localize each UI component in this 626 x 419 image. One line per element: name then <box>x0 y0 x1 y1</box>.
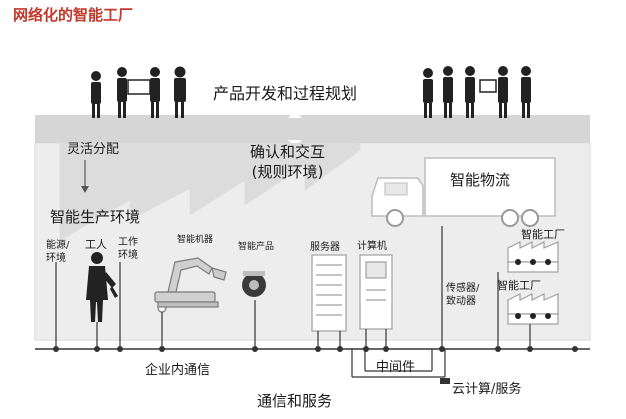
people-group-right-icon <box>423 66 531 118</box>
smart-product-label: 智能产品 <box>238 242 275 252</box>
smart-logistics-label: 智能物流 <box>450 171 511 189</box>
cloud-services-label: 云计算/服务 <box>452 382 522 397</box>
work-env-line-1: 工作 <box>118 237 138 248</box>
comm-services-label: 通信和服务 <box>257 392 333 410</box>
worker-label: 工人 <box>85 238 107 251</box>
cloud-connector <box>440 378 450 384</box>
people-group-left-icon <box>91 66 186 118</box>
sensor-actuator-label: 传感器/ 致动器 <box>446 282 479 308</box>
bus-nodes <box>53 346 578 352</box>
flex-arrow-head <box>81 186 89 193</box>
band-up-arrow <box>288 111 302 118</box>
flexible-allocation-label: 灵活分配 <box>67 142 120 157</box>
middleware-label: 中间件 <box>376 360 416 375</box>
factory-roof <box>60 143 360 240</box>
energy-env-label: 能源/ 环境 <box>46 239 69 265</box>
computer-label: 计算机 <box>357 241 387 252</box>
diagram-title: 网络化的智能工厂 <box>13 6 134 24</box>
work-env-line-2: 环境 <box>118 250 138 261</box>
work-env-label: 工作 环境 <box>118 236 138 262</box>
product-icon <box>242 271 266 297</box>
middleware-lines <box>351 349 446 378</box>
truck-icon <box>371 157 556 227</box>
server-label: 服务器 <box>310 242 340 253</box>
smart-factory-label-2: 智能工厂 <box>497 279 541 292</box>
sensor-line-2: 致动器 <box>446 296 476 307</box>
server-icon <box>311 254 347 332</box>
energy-line-1: 能源/ <box>46 240 70 251</box>
energy-line-2: 环境 <box>46 253 66 264</box>
sensor-line-1: 传感器/ <box>446 283 480 294</box>
worker-icon <box>86 252 118 322</box>
smart-production-env-label: 智能生产环境 <box>50 208 141 226</box>
confirm-line-2: (规则环境) <box>251 162 324 181</box>
computer-icon <box>359 254 393 330</box>
smart-machine-label: 智能机器 <box>177 235 214 245</box>
smart-factory-label-1: 智能工厂 <box>521 228 565 241</box>
robot-arm-icon <box>154 257 227 313</box>
confirm-line-1: 确认和交互 <box>250 143 326 161</box>
network-node-icon <box>515 259 551 319</box>
planning-label: 产品开发和过程规划 <box>213 84 358 103</box>
intra-comm-label: 企业内通信 <box>145 363 211 378</box>
planning-band <box>35 115 590 143</box>
confirm-interaction-label: 确认和交互 (规则环境) <box>250 143 325 182</box>
